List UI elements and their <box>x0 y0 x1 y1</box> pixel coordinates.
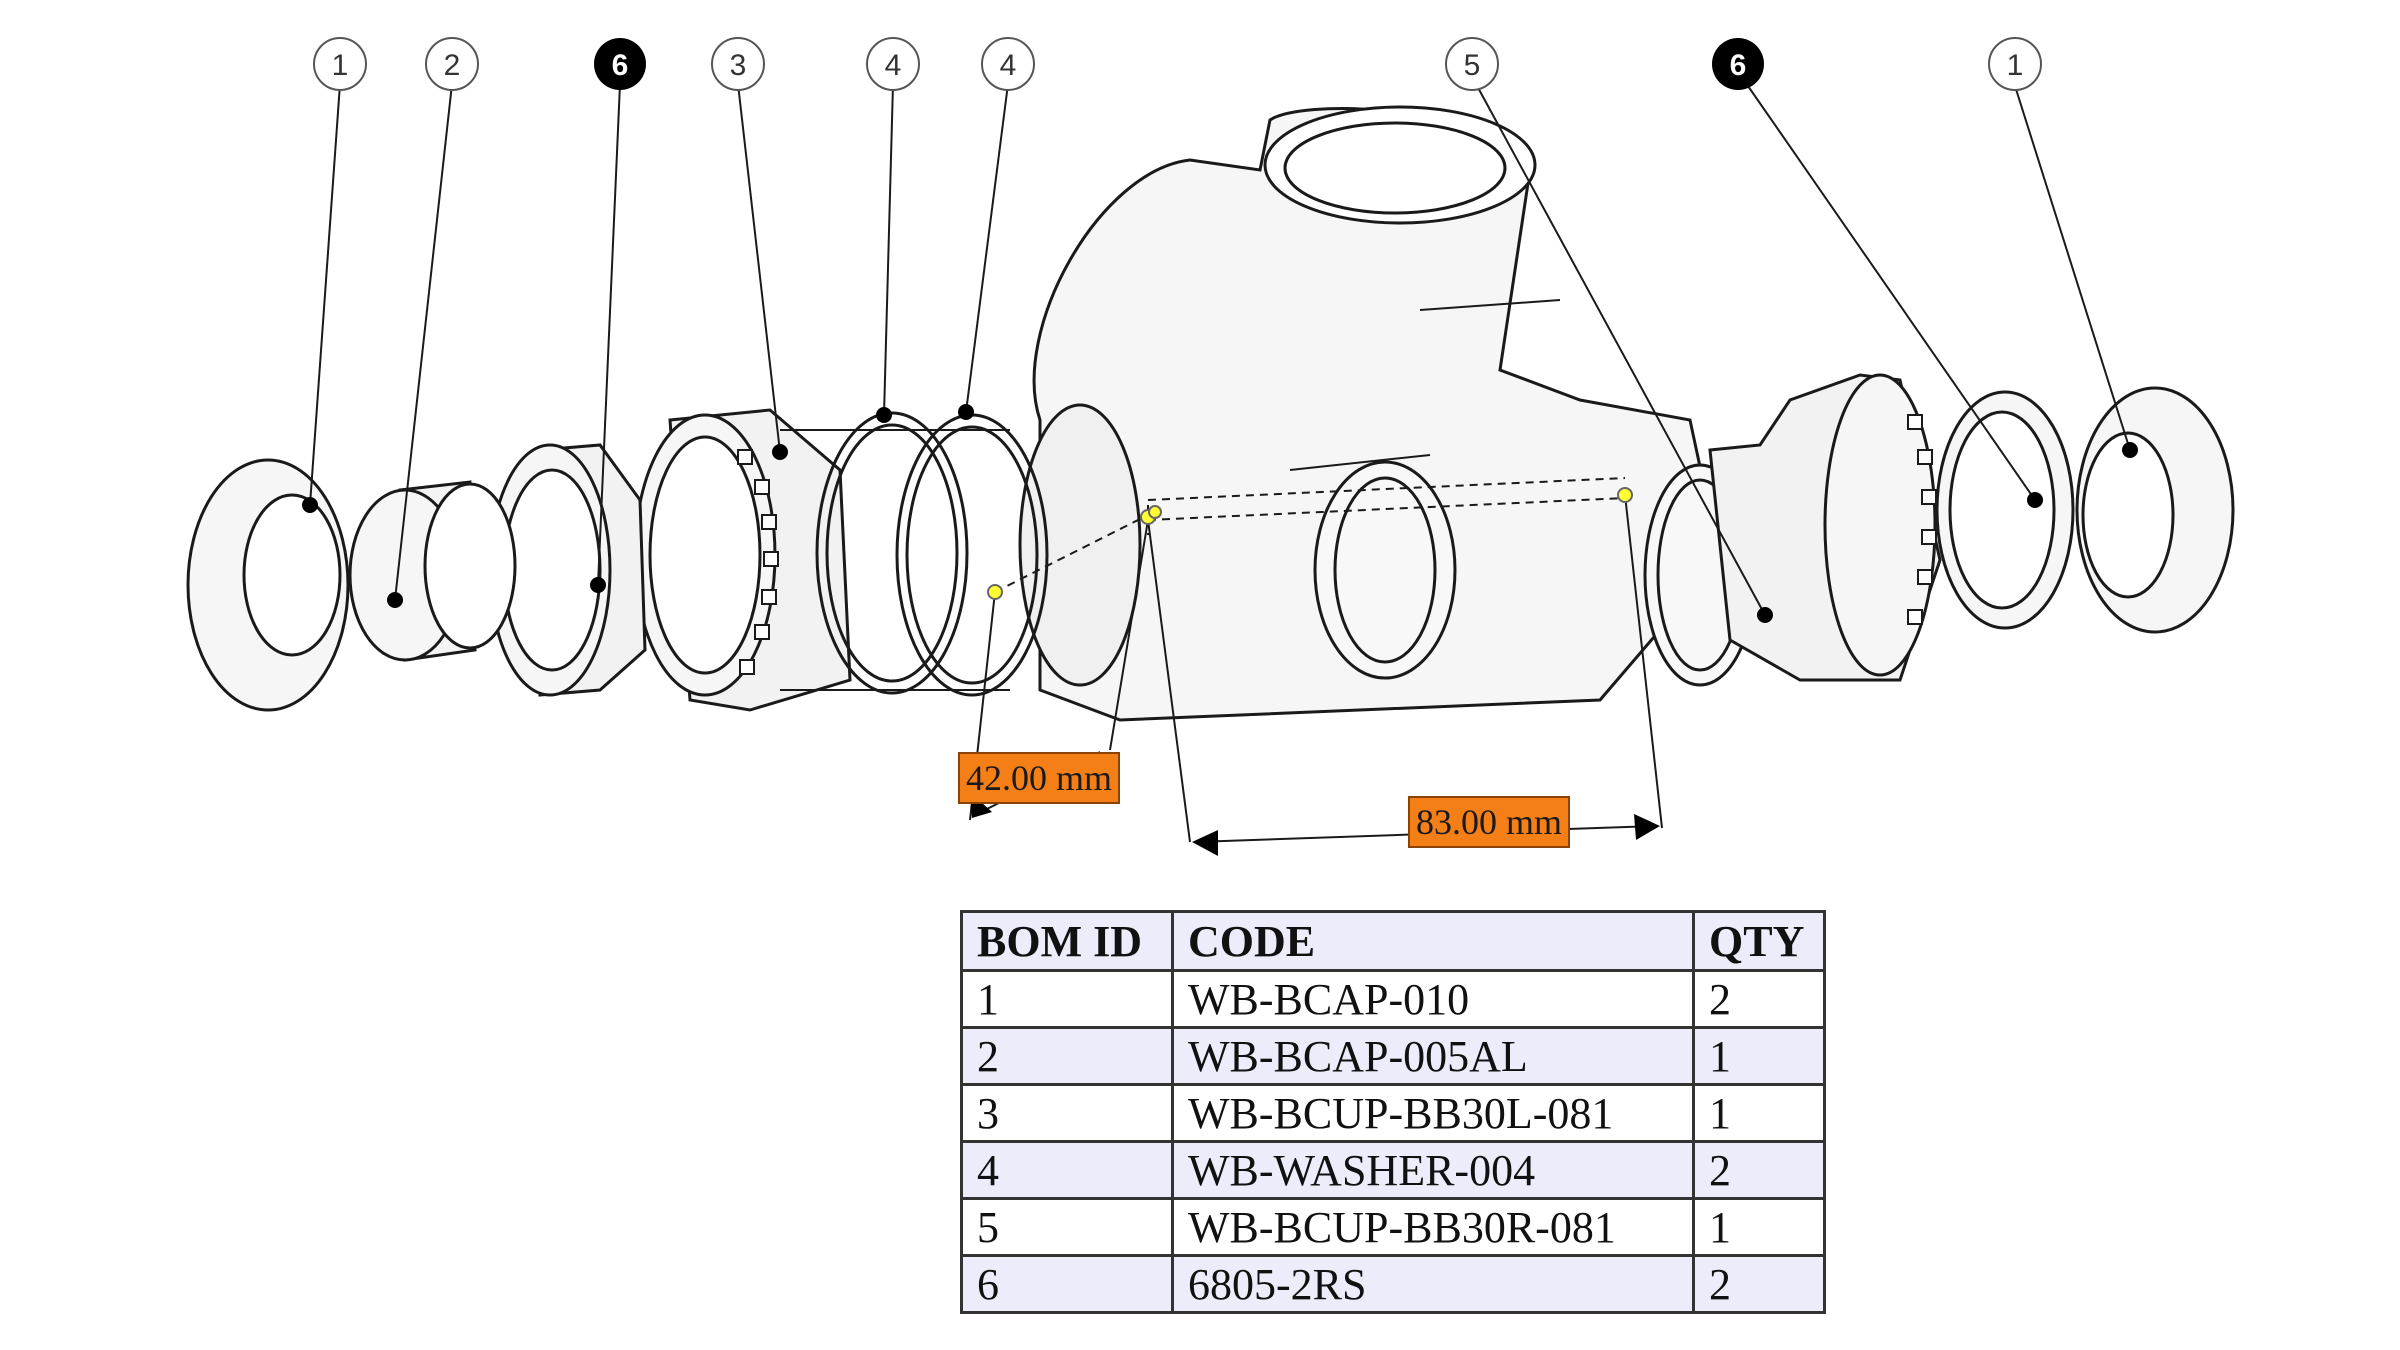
bom-cell-code: 6805-2RS <box>1171 1254 1695 1314</box>
left-bearing <box>488 443 647 697</box>
measure-points <box>987 487 1633 600</box>
bom-table: BOM ID CODE QTY 1 WB-BCAP-010 2 2 WB-BCA… <box>960 910 1826 1314</box>
balloon-5: 5 <box>1445 37 1499 91</box>
balloon-2: 2 <box>425 37 479 91</box>
bom-row: 1 WB-BCAP-010 2 <box>960 969 1826 1029</box>
leader-endpoints <box>302 404 2138 623</box>
balloon-1-right: 1 <box>1988 37 2042 91</box>
bom-row: 2 WB-BCAP-005AL 1 <box>960 1026 1826 1086</box>
bom-cell-id: 6 <box>960 1254 1174 1314</box>
balloon-4b: 4 <box>981 37 1035 91</box>
svg-text:1: 1 <box>2007 49 2024 82</box>
bom-cell-id: 2 <box>960 1026 1174 1086</box>
bom-row: 6 6805-2RS 2 <box>960 1254 1826 1314</box>
bom-cell-code: WB-BCUP-BB30R-081 <box>1171 1197 1695 1257</box>
left-washers <box>815 411 1049 697</box>
dimension-label-42mm: 42.00 mm <box>958 752 1121 804</box>
bom-header-row: BOM ID CODE QTY <box>960 910 1826 972</box>
balloon-3: 3 <box>711 37 765 91</box>
svg-text:6: 6 <box>612 49 629 82</box>
svg-text:4: 4 <box>1000 49 1017 82</box>
bom-cell-qty: 2 <box>1692 1140 1826 1200</box>
balloon-6-left: 6 <box>594 38 646 90</box>
right-cap <box>2075 386 2235 634</box>
bom-cell-qty: 1 <box>1692 1083 1826 1143</box>
bom-cell-qty: 2 <box>1692 969 1826 1029</box>
balloon-4a: 4 <box>866 37 920 91</box>
bom-cell-id: 3 <box>960 1083 1174 1143</box>
bom-cell-id: 1 <box>960 969 1174 1029</box>
svg-text:1: 1 <box>332 49 349 82</box>
item-balloons: 1 2 6 3 4 4 5 6 <box>313 37 2042 91</box>
svg-text:2: 2 <box>444 49 461 82</box>
left-bearing-cup <box>633 408 1010 712</box>
svg-text:5: 5 <box>1464 49 1481 82</box>
bom-cell-qty: 1 <box>1692 1197 1826 1257</box>
svg-text:3: 3 <box>730 49 747 82</box>
bom-cell-qty: 1 <box>1692 1026 1826 1086</box>
dimension-label-83mm: 83.00 mm <box>1408 796 1571 848</box>
left-cap <box>186 458 350 712</box>
bom-header-code: CODE <box>1171 910 1695 972</box>
bom-row: 5 WB-BCUP-BB30R-081 1 <box>960 1197 1826 1257</box>
bom-cell-id: 4 <box>960 1140 1174 1200</box>
balloon-1-left: 1 <box>313 37 367 91</box>
balloon-leaders <box>309 83 2131 616</box>
bom-header-id: BOM ID <box>960 910 1174 972</box>
right-bearing-cup <box>1708 373 1942 682</box>
svg-text:4: 4 <box>885 49 902 82</box>
bom-header-qty: QTY <box>1692 910 1826 972</box>
bom-cell-code: WB-BCAP-010 <box>1171 969 1695 1029</box>
bom-cell-code: WB-WASHER-004 <box>1171 1140 1695 1200</box>
bom-cell-qty: 2 <box>1692 1254 1826 1314</box>
right-bearing <box>1935 390 2075 630</box>
bom-row: 3 WB-BCUP-BB30L-081 1 <box>960 1083 1826 1143</box>
bom-cell-code: WB-BCUP-BB30L-081 <box>1171 1083 1695 1143</box>
balloon-6-right: 6 <box>1712 38 1764 90</box>
bom-cell-id: 5 <box>960 1197 1174 1257</box>
left-spacer <box>348 480 517 662</box>
bom-cell-code: WB-BCAP-005AL <box>1171 1026 1695 1086</box>
bom-row: 4 WB-WASHER-004 2 <box>960 1140 1826 1200</box>
svg-text:6: 6 <box>1730 49 1747 82</box>
